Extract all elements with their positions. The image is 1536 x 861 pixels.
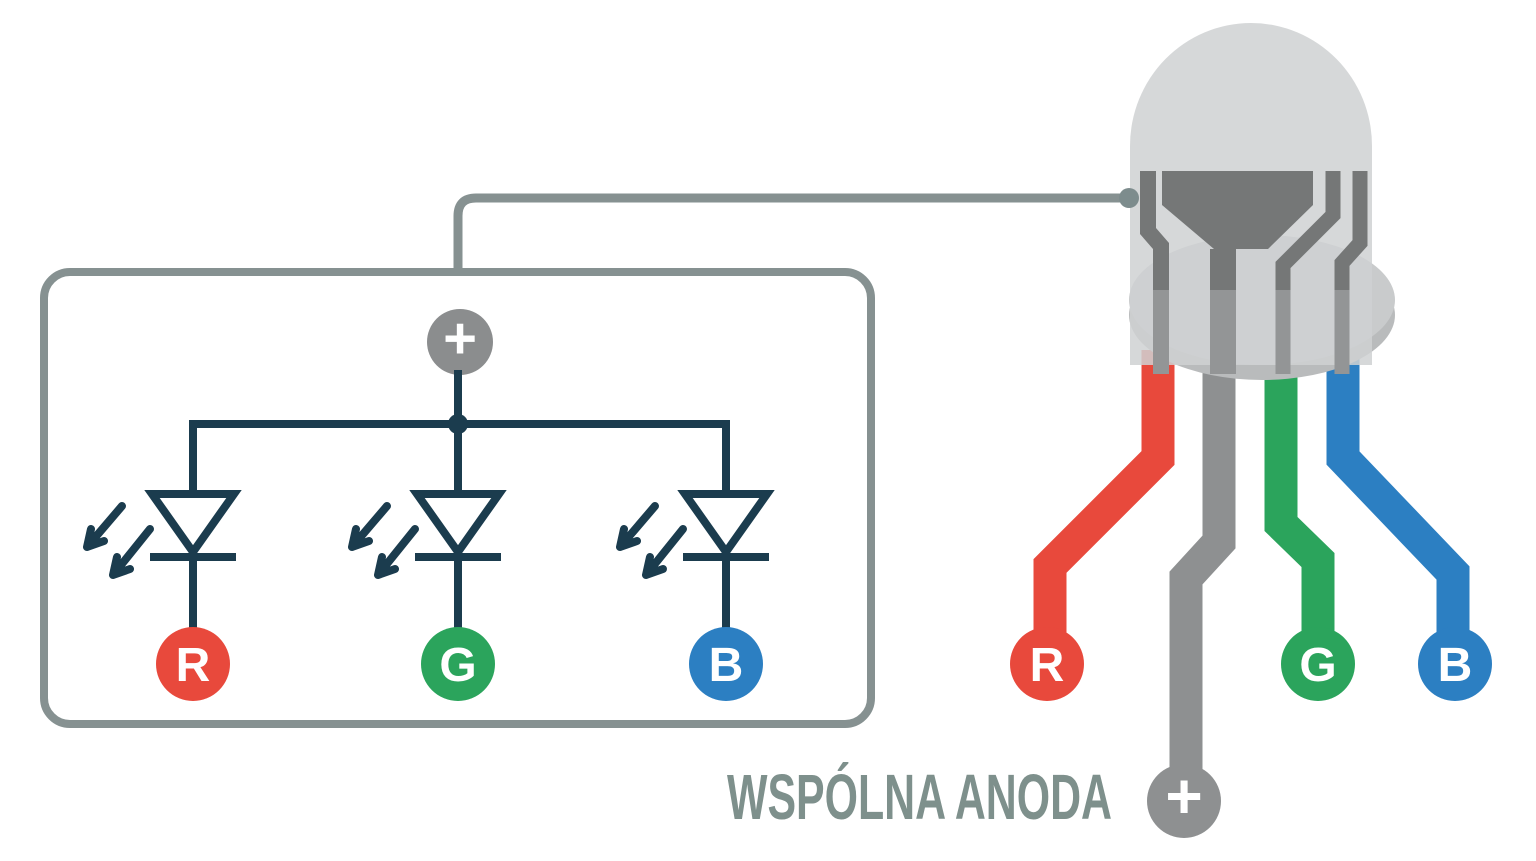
anode-leg-circle (1147, 764, 1221, 838)
schematic-box (40, 268, 875, 728)
leg-blue (1326, 350, 1470, 640)
leg-anode (1169, 350, 1236, 772)
diode-triangle (409, 490, 507, 559)
light-emission-arrow-icon (348, 502, 391, 551)
lead-frame-trace (1334, 171, 1368, 292)
led-symbol-blue: B (616, 421, 775, 701)
lead-frame-trace (1140, 171, 1169, 292)
light-emission-arrow-icon (616, 502, 659, 551)
leg-circle-green (1281, 627, 1355, 701)
pin-circle-red (156, 627, 230, 701)
light-emission-arrow-icon (642, 525, 687, 579)
anode-leg-plus-sign: + (1165, 760, 1202, 832)
leg-label-green: G (1299, 639, 1336, 692)
leg-green (1264, 350, 1335, 640)
leg-red (1033, 350, 1175, 640)
pin-label-blue: B (709, 639, 744, 692)
diode-triangle (144, 490, 242, 559)
leg-circle-red (1010, 627, 1084, 701)
rgb-led-package: R G B + (1010, 23, 1492, 838)
schematic-anode-node: + (427, 306, 493, 424)
anode-plus-circle (427, 309, 493, 375)
common-anode-caption: WSPÓLNA ANODA (727, 761, 1112, 833)
led-symbol-red: R (83, 421, 242, 701)
led-symbol-green: G (348, 421, 507, 701)
anode-connection-wire (453, 193, 1123, 270)
light-emission-arrow-icon (83, 502, 126, 551)
pin-label-red: R (176, 639, 211, 692)
reflector-cup (1162, 171, 1313, 249)
diode-triangle (677, 490, 775, 559)
pin-label-green: G (439, 639, 476, 692)
light-emission-arrow-icon (109, 525, 154, 579)
anode-plus-sign: + (443, 306, 477, 371)
leg-label-red: R (1030, 639, 1065, 692)
leg-label-blue: B (1438, 639, 1473, 692)
pin-circle-blue (689, 627, 763, 701)
light-emission-arrow-icon (374, 525, 419, 579)
wire-terminal-dot (1119, 188, 1139, 208)
lead-frame-trace (1275, 171, 1341, 292)
pin-circle-green (421, 627, 495, 701)
leg-circle-blue (1418, 627, 1492, 701)
